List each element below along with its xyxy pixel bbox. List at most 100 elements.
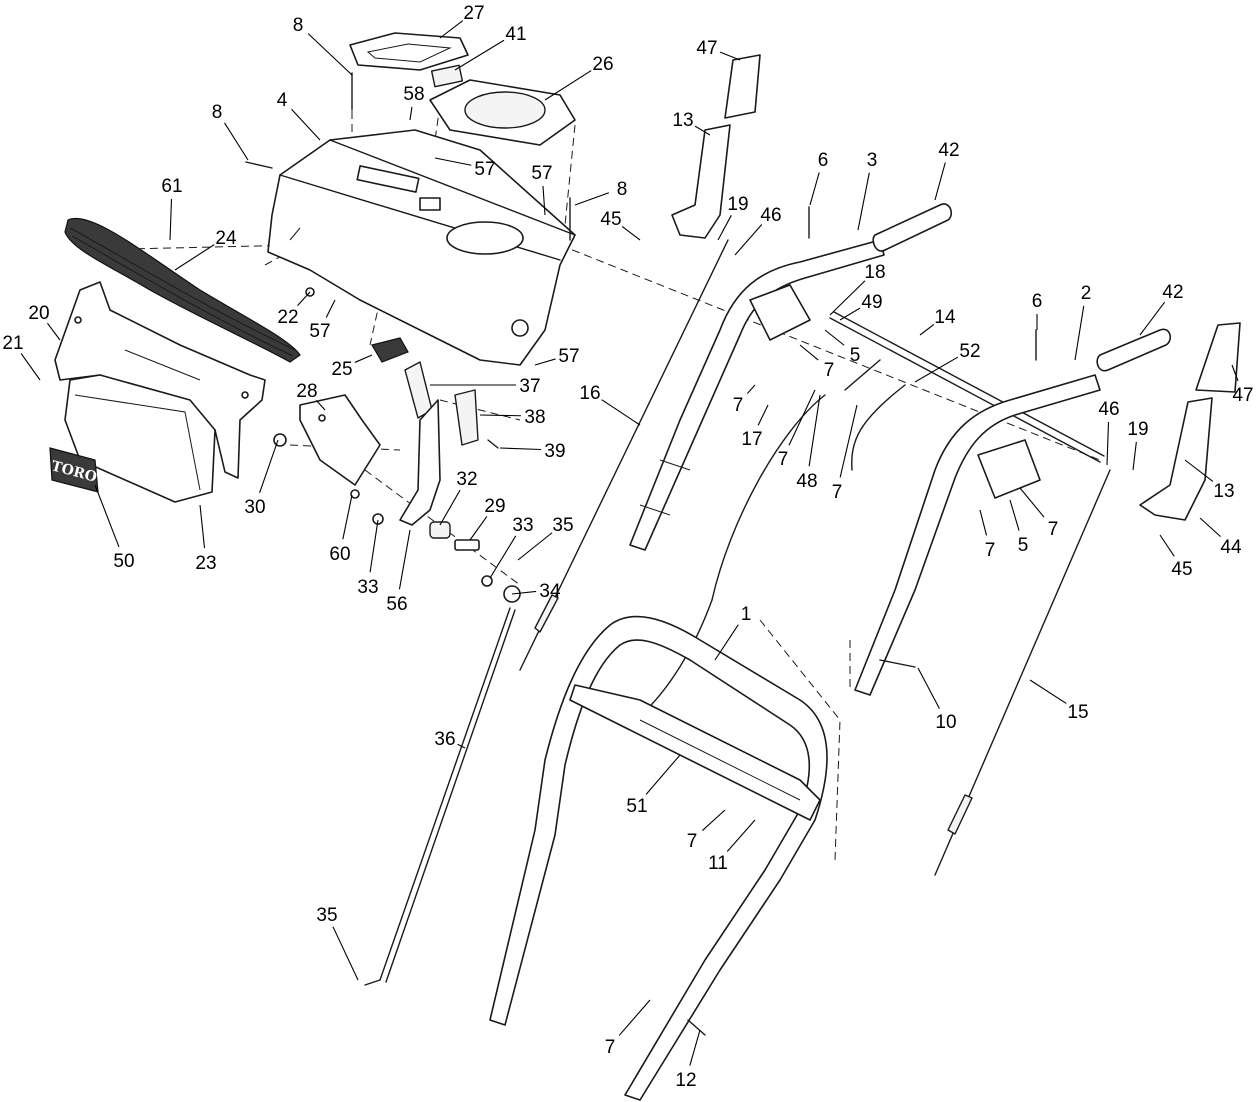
leader-line-11: [726, 819, 756, 852]
callout-52: 52: [959, 341, 980, 362]
callout-6: 6: [1032, 291, 1043, 312]
callout-4: 4: [277, 90, 288, 111]
leader-line-46: [734, 224, 763, 256]
headlight-housing: [64, 374, 216, 503]
pin-29: [454, 539, 480, 551]
callout-19: 19: [727, 194, 748, 215]
callout-42: 42: [938, 140, 959, 161]
leader-line-34: [511, 590, 537, 595]
wire-harness-52: [851, 384, 906, 471]
toro-decal: TORO: [49, 447, 99, 493]
shaft-14: [829, 311, 1105, 463]
leader-line-35: [332, 926, 359, 981]
callout-11: 11: [708, 853, 728, 874]
callout-18: 18: [864, 262, 885, 283]
callout-33: 33: [357, 577, 378, 598]
leader-line-57: [434, 157, 472, 166]
leader-line-23: [199, 504, 206, 549]
leader-line-2: [1074, 305, 1085, 361]
leader-line-38: [479, 414, 522, 417]
leader-line-49: [839, 307, 861, 321]
callout-44: 44: [1220, 537, 1242, 558]
leader-line-7: [618, 999, 651, 1036]
leader-line-14: [919, 324, 935, 336]
callout-15: 15: [1067, 702, 1088, 723]
leader-line-51: [645, 754, 681, 795]
callout-7: 7: [824, 360, 835, 381]
callout-46: 46: [760, 205, 781, 226]
leader-line-45: [1159, 534, 1175, 557]
leader-line-4: [291, 108, 321, 141]
leader-line-33: [489, 535, 517, 579]
leader-line-57: [542, 185, 546, 216]
leader-line-30: [259, 439, 279, 493]
callout-47: 47: [696, 38, 717, 59]
leader-line-33: [369, 519, 379, 573]
callout-57: 57: [309, 321, 330, 342]
callout-25: 25: [331, 359, 352, 380]
leader-line-42: [1139, 301, 1166, 336]
leader-line-60: [342, 494, 353, 540]
leader-line-8: [574, 192, 610, 206]
leader-line-7: [1019, 487, 1045, 518]
leader-line-19: [717, 215, 732, 241]
callout-36: 36: [434, 729, 455, 750]
callout-57: 57: [531, 163, 552, 184]
callout-8: 8: [212, 102, 223, 123]
callout-29: 29: [484, 496, 505, 517]
leader-line-50: [94, 484, 120, 548]
callout-45: 45: [1171, 559, 1192, 580]
callout-7: 7: [687, 831, 698, 852]
leader-line-57: [534, 358, 556, 366]
callout-8: 8: [617, 179, 628, 200]
callout-13: 13: [672, 110, 693, 131]
callout-1: 1: [741, 604, 752, 625]
leader-line-35: [517, 532, 553, 561]
leader-line-8: [307, 33, 353, 76]
callout-7: 7: [605, 1037, 616, 1058]
callout-23: 23: [195, 553, 216, 574]
leader-line-6: [809, 172, 820, 206]
leader-line-61: [169, 198, 173, 241]
leader-line-7: [788, 389, 816, 446]
callout-20: 20: [28, 303, 49, 324]
lever-37: [399, 361, 441, 526]
callout-7: 7: [778, 449, 789, 470]
leader-line-7: [701, 809, 726, 831]
leader-line-5: [824, 329, 845, 346]
callout-24: 24: [215, 228, 237, 249]
callout-17: 17: [741, 429, 762, 450]
callout-14: 14: [934, 307, 956, 328]
leader-line-7: [799, 344, 819, 361]
leader-line-41: [454, 39, 505, 71]
callout-46: 46: [1098, 399, 1119, 420]
callout-60: 60: [329, 544, 350, 565]
callout-28: 28: [296, 381, 317, 402]
bracket-13-right: [1139, 397, 1213, 521]
key-switch-25: [371, 337, 409, 363]
cable-16: [519, 239, 729, 671]
bezel: [429, 79, 576, 146]
callout-45: 45: [600, 209, 621, 230]
callout-7: 7: [985, 540, 996, 561]
callout-37: 37: [519, 376, 540, 397]
leader-line-10: [917, 667, 940, 709]
leader-line-16: [601, 399, 641, 426]
bracket-28: [299, 394, 381, 486]
leader-line-12: [689, 1029, 701, 1066]
callout-7: 7: [733, 395, 744, 416]
shift-rod-36: [364, 607, 516, 986]
callout-35: 35: [552, 515, 573, 536]
leader-line-48: [808, 394, 821, 467]
callout-19: 19: [1127, 419, 1148, 440]
callout-8: 8: [293, 15, 304, 36]
screw-39: [487, 439, 499, 449]
grip-cover-47-right: [1195, 322, 1241, 393]
callout-32: 32: [456, 469, 477, 490]
callout-7: 7: [1048, 519, 1059, 540]
leader-line-52: [914, 356, 959, 383]
leader-line-3: [857, 172, 870, 231]
leader-line-24: [174, 244, 215, 271]
callout-61: 61: [161, 176, 182, 197]
